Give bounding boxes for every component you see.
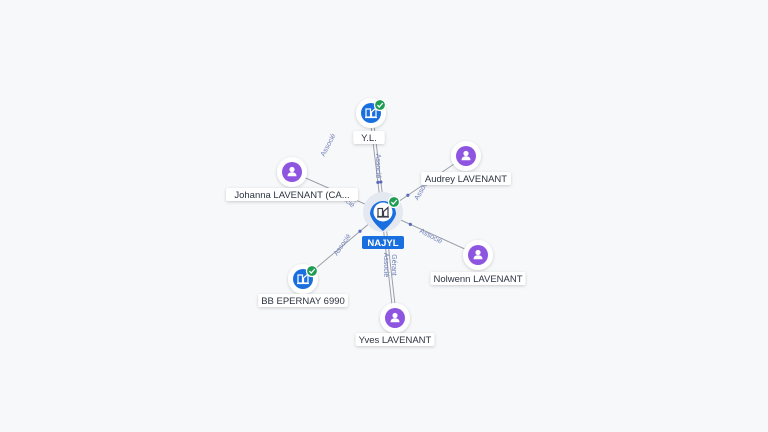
node-yl[interactable]: Y.L. bbox=[353, 98, 387, 144]
check-badge-icon bbox=[387, 195, 401, 209]
node-label-bg bbox=[430, 272, 526, 285]
check-badge-icon bbox=[373, 98, 387, 112]
building-icon bbox=[377, 206, 389, 218]
node-label-bg bbox=[421, 172, 511, 185]
edge-label: Associé bbox=[333, 233, 353, 257]
edge-arrow-bb bbox=[358, 229, 362, 233]
edge-arrow-yl bbox=[376, 180, 380, 184]
edge-arrow-nolwenn bbox=[408, 222, 412, 226]
node-yves[interactable]: Yves LAVENANT bbox=[355, 303, 435, 346]
node-center[interactable]: NAJYL bbox=[362, 192, 404, 249]
node-johanna[interactable]: Johanna LAVENANT (CA... bbox=[226, 157, 358, 201]
node-bb[interactable]: BB EPERNAY 6990 bbox=[258, 264, 348, 307]
edge-label: Gérant bbox=[390, 254, 397, 275]
node-label-bg bbox=[258, 294, 348, 307]
node-label-bg bbox=[226, 188, 358, 201]
node-label-bg bbox=[353, 131, 385, 144]
edge-arrow-audrey bbox=[406, 193, 410, 197]
node-label: Y.L. bbox=[361, 133, 377, 144]
edge-label: Associé bbox=[418, 228, 443, 246]
node-nolwenn[interactable]: Nolwenn LAVENANT bbox=[430, 240, 526, 285]
edge-label: Associé bbox=[382, 253, 389, 278]
edge-arrow-yl bbox=[379, 180, 383, 184]
person-icon bbox=[390, 312, 400, 323]
node-label: Nolwenn LAVENANT bbox=[433, 274, 522, 285]
node-label-bg bbox=[355, 333, 435, 346]
edge-label: Associé bbox=[374, 154, 381, 179]
center-label-bg bbox=[362, 236, 404, 249]
node-label: Audrey LAVENANT bbox=[425, 174, 507, 185]
node-label: BB EPERNAY 6990 bbox=[261, 296, 345, 307]
person-icon bbox=[287, 166, 297, 177]
node-label: Yves LAVENANT bbox=[359, 335, 432, 346]
center-label: NAJYL bbox=[367, 238, 398, 249]
node-label: Johanna LAVENANT (CA... bbox=[234, 190, 349, 201]
person-icon bbox=[473, 249, 483, 260]
check-badge-icon bbox=[305, 264, 319, 278]
node-audrey[interactable]: Audrey LAVENANT bbox=[421, 141, 511, 185]
edge-label: Associé bbox=[320, 133, 338, 158]
person-icon bbox=[461, 150, 471, 161]
